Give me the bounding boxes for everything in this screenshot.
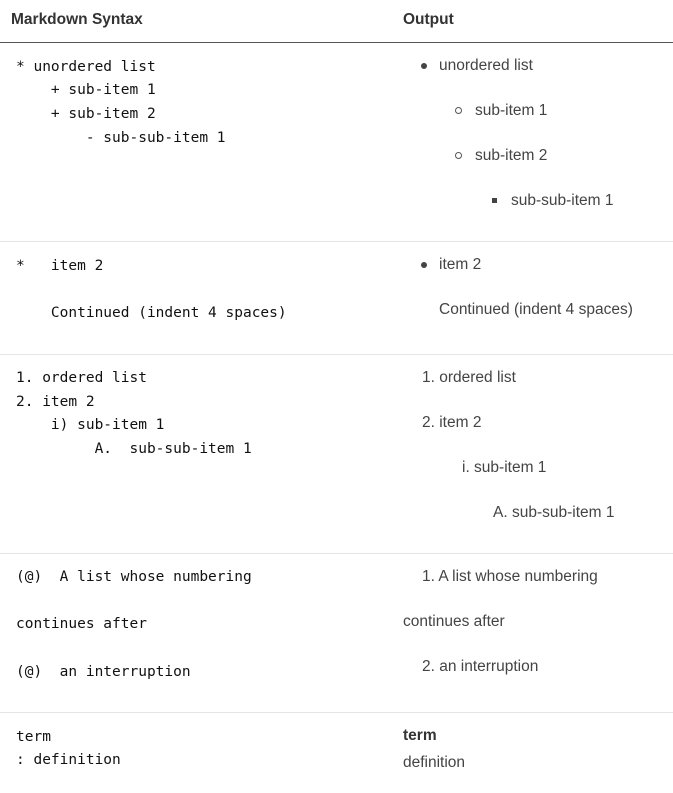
circle-bullet-icon xyxy=(455,152,462,159)
output-text: i. sub-item 1 xyxy=(462,459,547,476)
output-text: 2. an interruption xyxy=(422,658,539,675)
disc-bullet-icon xyxy=(421,262,427,268)
syntax-line: : definition xyxy=(16,752,121,768)
syntax-line: (@) A list whose numbering xyxy=(16,569,252,585)
output-text: sub-item 2 xyxy=(475,147,548,164)
output-text: continues after xyxy=(403,613,505,630)
output-text: 2. item 2 xyxy=(422,414,482,431)
syntax-line: 2. item 2 xyxy=(16,394,95,410)
output-text: 1. A list whose numbering xyxy=(422,568,598,585)
syntax-line: + sub-item 2 xyxy=(16,106,156,122)
output-text: 1. ordered list xyxy=(422,369,516,386)
syntax-line: * unordered list xyxy=(16,59,156,75)
row-divider xyxy=(0,553,673,554)
row-divider xyxy=(0,712,673,713)
definition-term: term xyxy=(403,727,437,744)
circle-bullet-icon xyxy=(455,107,462,114)
definition-text: definition xyxy=(403,754,466,771)
header-syntax: Markdown Syntax xyxy=(11,11,143,28)
syntax-line: 1. ordered list xyxy=(16,370,147,386)
output-text: sub-sub-item 1 xyxy=(511,192,614,209)
row-divider xyxy=(0,354,673,355)
output-text: Continued (indent 4 spaces) xyxy=(439,301,633,318)
syntax-line: Continued (indent 4 spaces) xyxy=(16,305,287,321)
header-output: Output xyxy=(403,11,454,28)
square-bullet-icon xyxy=(492,198,497,203)
syntax-line: A. sub-sub-item 1 xyxy=(16,441,252,457)
syntax-line: * item 2 xyxy=(16,258,104,274)
table-header: Markdown Syntax Output xyxy=(0,0,673,43)
output-text: unordered list xyxy=(439,57,533,74)
output-text: item 2 xyxy=(439,256,482,273)
syntax-line: i) sub-item 1 xyxy=(16,417,165,433)
row-divider xyxy=(0,241,673,242)
syntax-line: (@) an interruption xyxy=(16,664,191,680)
output-text: A. sub-sub-item 1 xyxy=(493,504,615,521)
syntax-line: - sub-sub-item 1 xyxy=(16,130,226,146)
output-text: sub-item 1 xyxy=(475,102,548,119)
disc-bullet-icon xyxy=(421,63,427,69)
syntax-line: term xyxy=(16,729,51,745)
syntax-line: + sub-item 1 xyxy=(16,82,156,98)
syntax-line: continues after xyxy=(16,616,147,632)
